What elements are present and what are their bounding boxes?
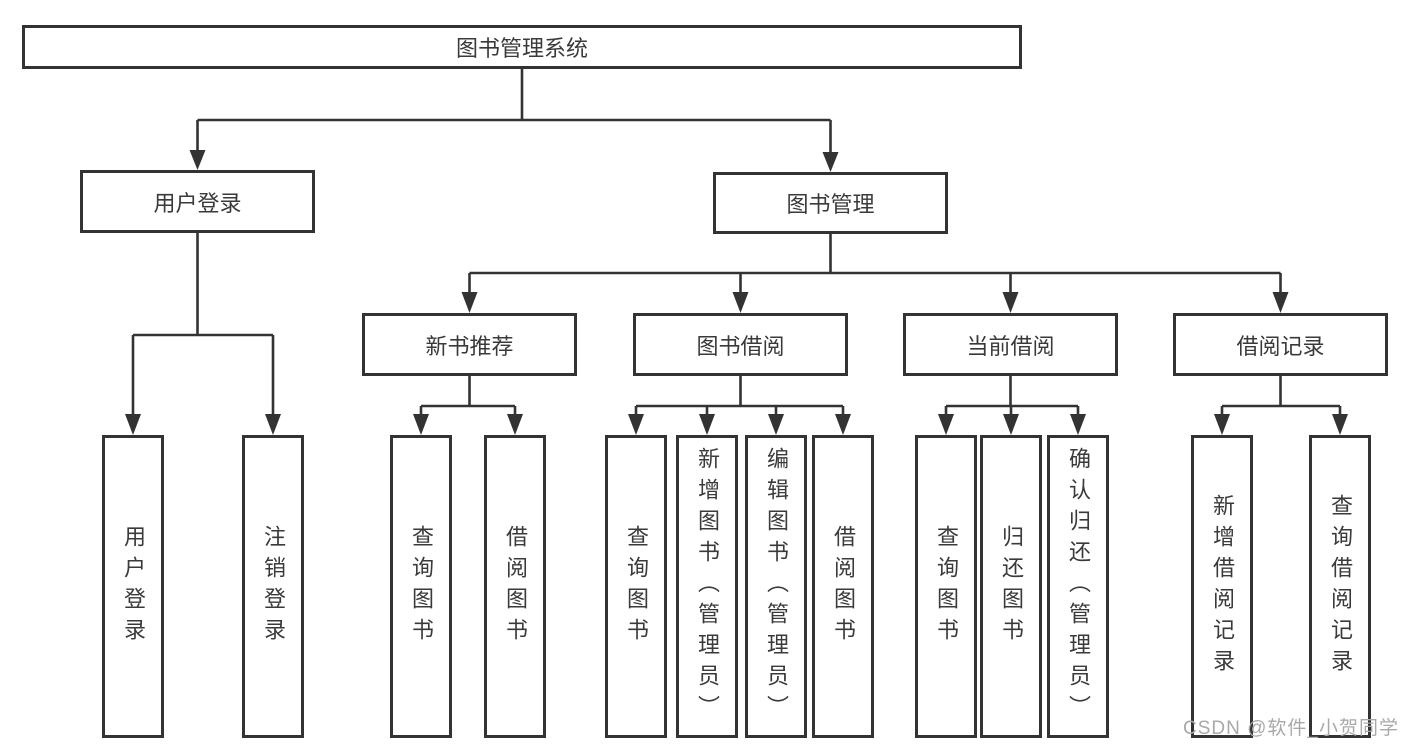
leaf-return-book-label: 归还图书 — [999, 524, 1024, 649]
arrowheads — [125, 150, 1348, 435]
leaf-user-login-label: 用户登录 — [121, 524, 146, 649]
node-library-management-system: 图书管理系统 — [22, 25, 1022, 69]
leaf-borrow-books-label: 借阅图书 — [831, 524, 856, 649]
leaf-edit-book-admin: 编辑图书（管理员） — [745, 435, 807, 738]
leaf-add-borrow-record-label: 新增借阅记录 — [1210, 493, 1235, 680]
leaf-query-borrow-record: 查询借阅记录 — [1309, 435, 1371, 738]
leaf-add-borrow-record: 新增借阅记录 — [1191, 435, 1253, 738]
leaf-logout: 注销登录 — [242, 435, 304, 738]
leaf-edit-book-admin-label: 编辑图书（管理员） — [764, 447, 789, 726]
leaf-return-book: 归还图书 — [980, 435, 1042, 738]
leaf-query-books-current: 查询图书 — [915, 435, 977, 738]
node-book-borrowing: 图书借阅 — [633, 313, 848, 376]
watermark-text: CSDN @软件_小贺同学 — [1183, 718, 1399, 739]
node-borrowing-records: 借阅记录 — [1173, 313, 1388, 376]
leaf-add-book-admin: 新增图书（管理员） — [676, 435, 738, 738]
leaf-borrow-books-recommend-label: 借阅图书 — [503, 524, 528, 649]
leaf-query-books-borrow-label: 查询图书 — [624, 524, 649, 649]
leaf-confirm-return-admin: 确认归还（管理员） — [1047, 435, 1109, 738]
leaf-query-books-borrow: 查询图书 — [605, 435, 667, 738]
leaf-logout-label: 注销登录 — [261, 524, 286, 649]
leaf-borrow-books-recommend: 借阅图书 — [484, 435, 546, 738]
node-book-management: 图书管理 — [713, 172, 948, 234]
leaf-query-books-current-label: 查询图书 — [934, 524, 959, 649]
leaf-user-login: 用户登录 — [102, 435, 164, 738]
leaf-add-book-admin-label: 新增图书（管理员） — [695, 447, 720, 726]
leaf-query-books-recommend-label: 查询图书 — [409, 524, 434, 649]
leaf-confirm-return-admin-label: 确认归还（管理员） — [1066, 447, 1091, 726]
leaf-borrow-books: 借阅图书 — [812, 435, 874, 738]
node-new-book-recommendation: 新书推荐 — [362, 313, 577, 376]
node-user-login: 用户登录 — [80, 170, 315, 233]
leaf-query-books-recommend: 查询图书 — [390, 435, 452, 738]
leaf-query-borrow-record-label: 查询借阅记录 — [1328, 493, 1353, 680]
node-current-borrowing: 当前借阅 — [903, 313, 1118, 376]
